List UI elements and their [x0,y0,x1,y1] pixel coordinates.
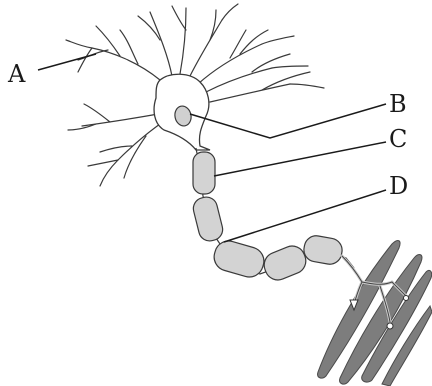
leader-line-c [214,142,386,176]
myelin-segment-1 [193,152,215,194]
leader-line-a [38,54,96,70]
myelin-segment-2 [191,195,225,243]
leader-line-b [190,104,386,138]
myelin-segment-3 [211,238,267,281]
myelin-segment-5 [302,234,344,266]
leader-line-d [224,190,386,242]
label-b: B [389,92,407,116]
label-a: A [8,62,25,86]
myelin-sheath [191,152,344,284]
label-c: C [389,127,407,151]
label-d: D [389,174,408,198]
myelin-segment-4 [260,242,309,284]
